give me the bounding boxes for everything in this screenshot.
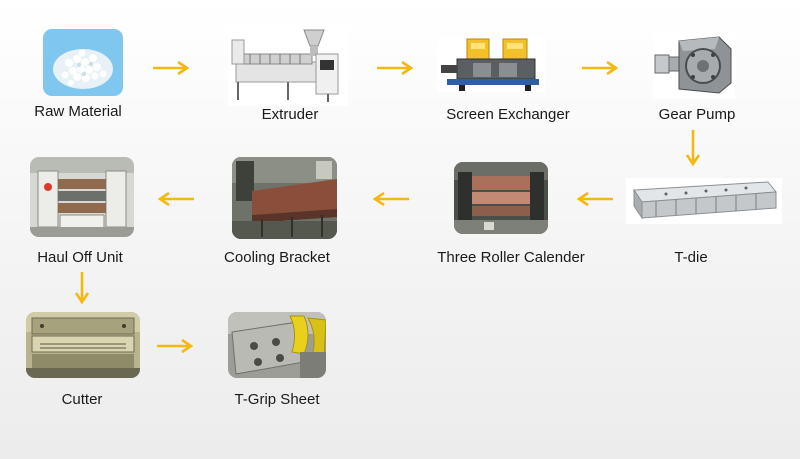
step-label: T-die bbox=[674, 249, 708, 266]
t-grip-sheet-icon bbox=[228, 312, 326, 378]
step-label: Screen Exchanger bbox=[446, 106, 570, 123]
step-label: Haul Off Unit bbox=[37, 249, 123, 266]
arrow-right-icon bbox=[376, 60, 416, 76]
pellets-icon bbox=[43, 29, 123, 96]
extruder-machine-icon bbox=[228, 24, 348, 106]
step-label: Extruder bbox=[261, 106, 319, 123]
haul-off-unit-icon bbox=[30, 157, 134, 237]
cutter-icon bbox=[26, 312, 140, 378]
arrow-right-icon bbox=[152, 60, 192, 76]
arrow-left-icon bbox=[574, 191, 614, 207]
step-label: Cutter bbox=[61, 391, 103, 408]
arrow-right-icon bbox=[156, 338, 196, 354]
arrow-down-icon bbox=[74, 271, 90, 307]
step-label: Raw Material bbox=[34, 103, 122, 120]
step-label: Three Roller Calender bbox=[437, 249, 585, 266]
screen-exchanger-icon bbox=[437, 37, 545, 92]
arrow-down-icon bbox=[685, 129, 701, 169]
step-label: Gear Pump bbox=[658, 106, 736, 123]
gear-pump-icon bbox=[653, 31, 735, 99]
t-die-icon bbox=[626, 178, 782, 224]
arrow-right-icon bbox=[581, 60, 621, 76]
arrow-left-icon bbox=[155, 191, 195, 207]
cooling-bracket-icon bbox=[232, 157, 337, 239]
arrow-left-icon bbox=[370, 191, 410, 207]
roller-calender-icon bbox=[454, 162, 548, 234]
step-label: Cooling Bracket bbox=[224, 249, 330, 266]
step-label: T-Grip Sheet bbox=[234, 391, 320, 408]
